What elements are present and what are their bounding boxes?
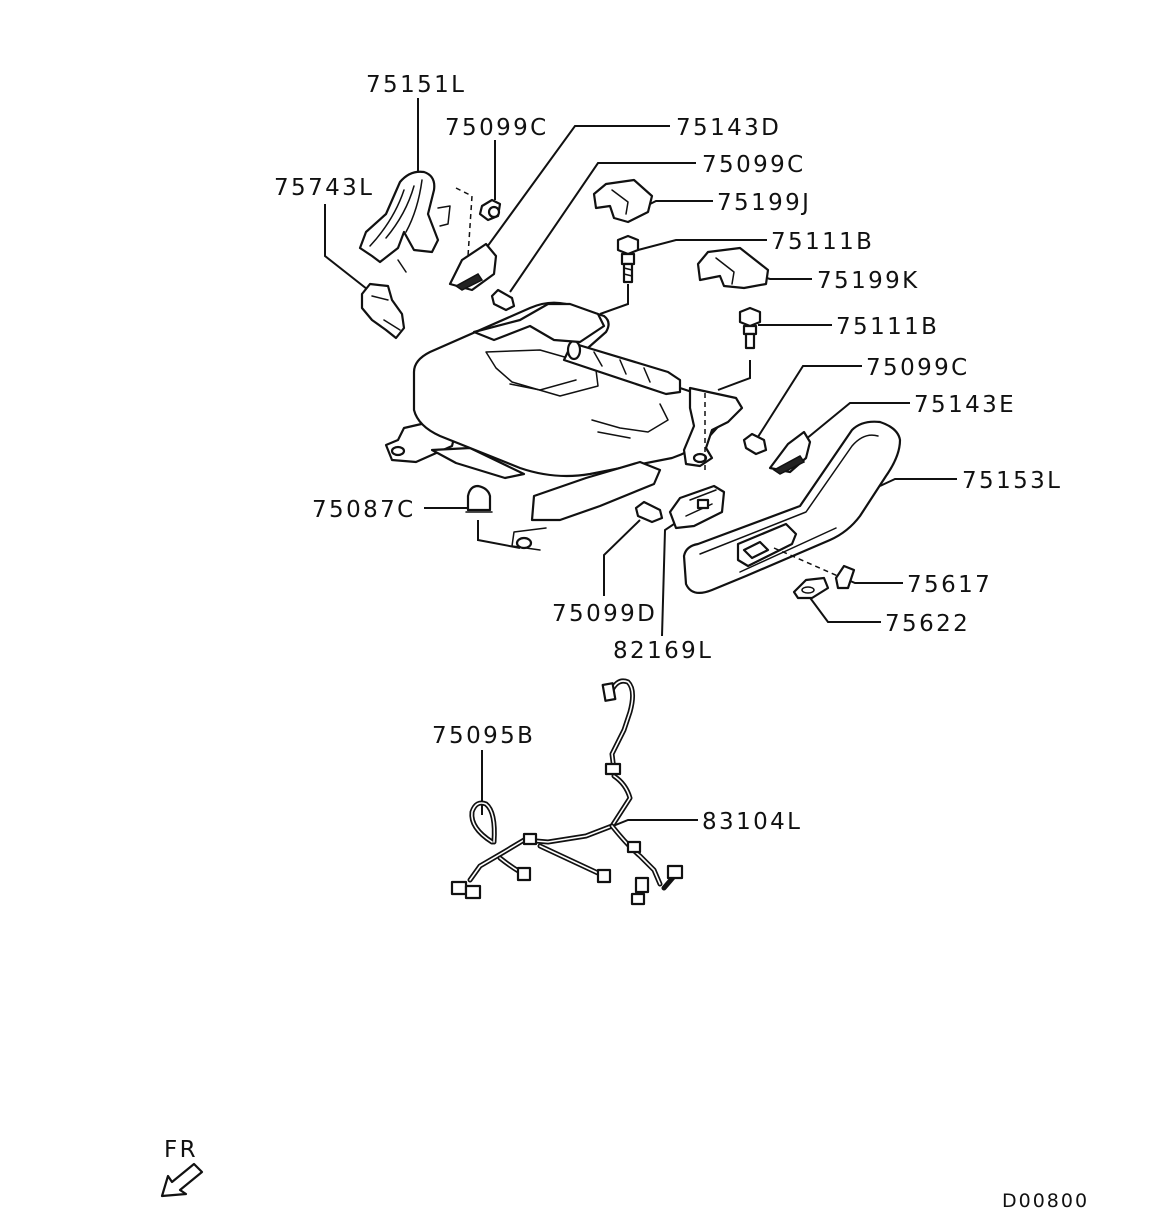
label-75099C-right[interactable]: 75099C bbox=[866, 355, 970, 381]
cover-75743L bbox=[360, 282, 406, 340]
label-75617[interactable]: 75617 bbox=[907, 572, 992, 598]
label-75099D[interactable]: 75099D bbox=[552, 601, 657, 627]
label-75111B-top[interactable]: 75111B bbox=[771, 229, 874, 255]
label-75153L[interactable]: 75153L bbox=[962, 468, 1062, 494]
fr-label: FR bbox=[164, 1137, 198, 1163]
label-75143E[interactable]: 75143E bbox=[914, 392, 1016, 418]
label-75743L[interactable]: 75743L bbox=[274, 175, 374, 201]
label-82169L[interactable]: 82169L bbox=[613, 638, 713, 664]
label-75151L[interactable]: 75151L bbox=[366, 72, 466, 98]
label-75622[interactable]: 75622 bbox=[885, 611, 970, 637]
front-direction-arrow-icon bbox=[160, 1162, 204, 1198]
cover-75199K bbox=[696, 246, 770, 290]
label-75099C-top[interactable]: 75099C bbox=[445, 115, 549, 141]
switch-82169L bbox=[668, 484, 726, 530]
bolt-75099C-top bbox=[478, 198, 502, 222]
label-75111B-right[interactable]: 75111B bbox=[836, 314, 939, 340]
bracket-75143D bbox=[448, 242, 498, 292]
cover-75199J bbox=[592, 178, 654, 224]
label-83104L[interactable]: 83104L bbox=[702, 809, 802, 835]
label-75087C[interactable]: 75087C bbox=[312, 497, 416, 523]
label-75099C-mid[interactable]: 75099C bbox=[702, 152, 806, 178]
label-75199J[interactable]: 75199J bbox=[717, 190, 811, 216]
bracket-75143E bbox=[768, 430, 812, 475]
diagram-code: D00800 bbox=[1002, 1190, 1089, 1212]
loop-75095B bbox=[469, 800, 497, 845]
bolt-75099D bbox=[634, 500, 664, 524]
seat-belt-buckle-part bbox=[358, 170, 451, 273]
label-75199K[interactable]: 75199K bbox=[817, 268, 920, 294]
wiring-harness-83104L bbox=[450, 678, 684, 906]
label-75143D[interactable]: 75143D bbox=[676, 115, 781, 141]
side-shield-75153L bbox=[682, 420, 902, 595]
label-75095B[interactable]: 75095B bbox=[432, 723, 535, 749]
bolt-75099C-right bbox=[742, 432, 768, 456]
knob-75617 bbox=[834, 564, 856, 590]
knob-guide bbox=[773, 547, 839, 577]
bolt-75111B-right bbox=[717, 306, 762, 391]
bolt-75111B-top bbox=[599, 234, 640, 315]
seat-cushion-frame bbox=[384, 187, 744, 551]
knob-75622 bbox=[792, 576, 830, 600]
cap-75087C bbox=[465, 484, 521, 549]
bolt-75099C-mid bbox=[490, 288, 516, 312]
